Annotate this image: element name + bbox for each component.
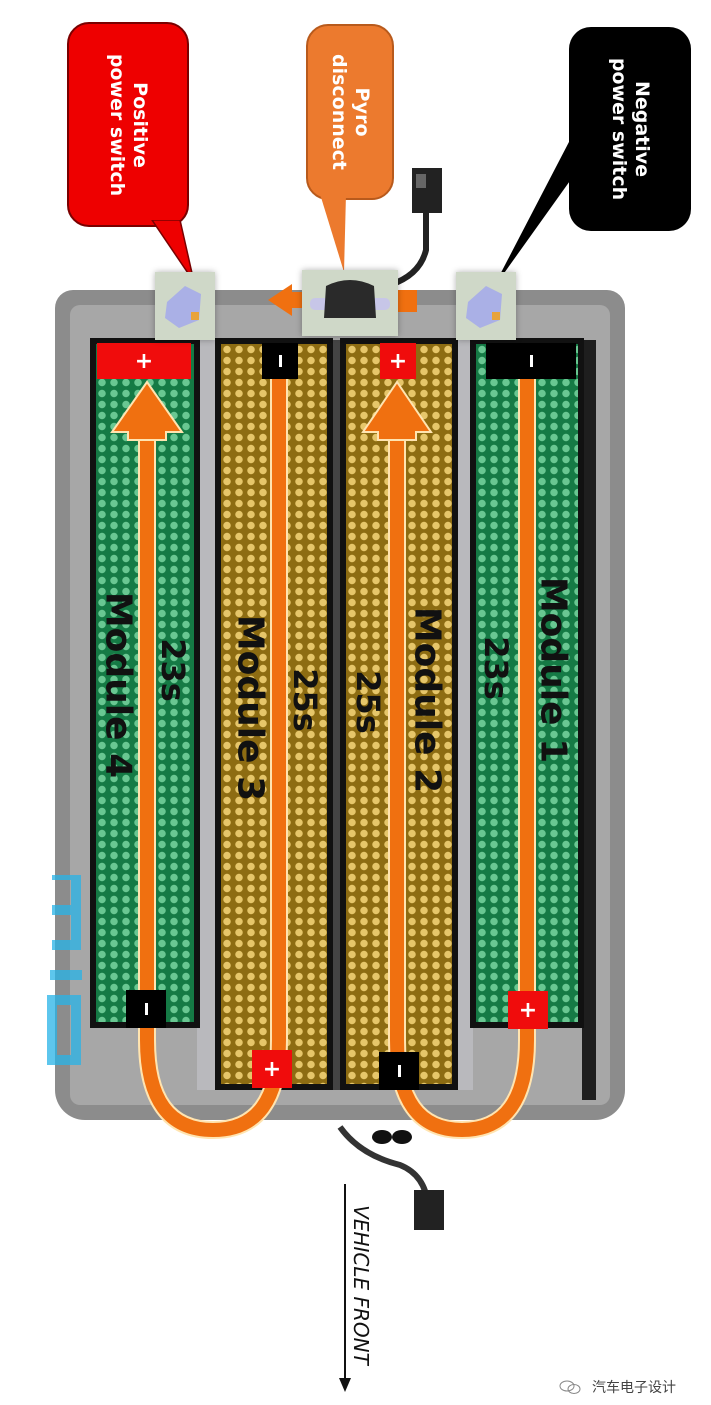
bottom-connector-harness [337,1125,444,1230]
module-4-cells: 23s [154,638,192,702]
pyro-callout-pointer [320,194,346,272]
vehicle-front-arrow-icon [339,1184,351,1392]
module-4-negative-terminal [126,990,166,1028]
module-1-label: Module 1 [532,576,574,764]
module-3-cells: 25s [286,668,324,732]
module-3-negative-terminal [262,343,298,379]
pyro-disconnect-device [302,270,398,336]
side-cable [582,340,596,1100]
pyro-fuse-icon [310,280,390,318]
module-1-positive-terminal: + [508,991,548,1029]
rail [455,340,473,1090]
contactor-icon [466,286,502,328]
module-2-label: Module 2 [406,606,448,794]
module-2-negative-terminal [379,1052,419,1090]
blue-watermark-logo [47,875,82,1065]
positive-callout-pointer [151,220,195,283]
vehicle-front-label: VEHICLE FRONT [349,1205,373,1365]
module-3-positive-terminal: + [252,1050,292,1088]
module-4-label: Module 4 [97,591,139,779]
module-1-cells: 23s [477,636,515,700]
module-2-positive-terminal: + [380,343,416,379]
module-4-positive-terminal: + [97,343,191,379]
watermark-text: 汽车电子设计 [592,1380,676,1396]
module-1-negative-terminal [486,343,576,379]
module-2-cells: 25s [349,670,387,734]
module-3-label: Module 3 [229,614,271,802]
negative-power-switch [456,272,516,340]
positive-power-switch [155,272,215,340]
wechat-icon [559,1380,581,1394]
contactor-icon [165,286,201,328]
rail [197,340,217,1090]
negative-callout-pointer [492,140,572,290]
